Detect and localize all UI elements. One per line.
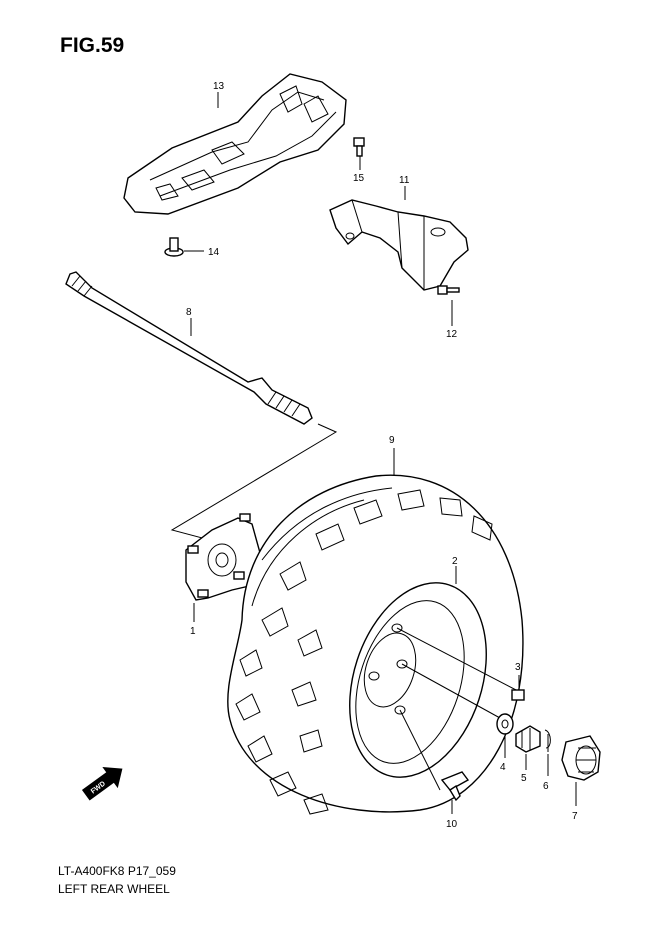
callout-3: 3: [515, 662, 521, 673]
callout-11: 11: [399, 175, 410, 186]
hub-cap-part-7[interactable]: [561, 735, 601, 781]
diagram-caption: LEFT REAR WHEEL: [58, 882, 170, 896]
callout-15: 15: [353, 173, 365, 184]
callout-1: 1: [190, 626, 196, 637]
castle-nut-part-5[interactable]: [515, 725, 541, 753]
skid-plate-part-13[interactable]: [123, 73, 347, 215]
callout-5: 5: [521, 773, 527, 784]
bolt-part-14[interactable]: [164, 237, 184, 257]
callout-2: 2: [452, 556, 458, 567]
forward-arrow-icon: FWD: [81, 767, 123, 801]
diagram-code: LT-A400FK8 P17_059: [58, 864, 176, 878]
wheel-hub-part-1[interactable]: [185, 513, 263, 601]
drive-shaft-part-8[interactable]: [65, 271, 313, 425]
washer-part-4[interactable]: [496, 713, 514, 735]
cotter-pin-part-6[interactable]: [544, 729, 551, 752]
wheel-nut-part-3[interactable]: [511, 689, 525, 701]
callout-12: 12: [446, 329, 458, 340]
callout-9: 9: [389, 435, 395, 446]
callout-6: 6: [543, 781, 549, 792]
bolt-part-12[interactable]: [437, 285, 460, 295]
callout-10: 10: [446, 819, 458, 830]
bracket-part-11[interactable]: [329, 199, 469, 291]
callout-7: 7: [572, 811, 578, 822]
callout-8: 8: [186, 307, 192, 318]
bolt-part-15[interactable]: [353, 137, 365, 157]
valve-stem-part-10[interactable]: [440, 771, 470, 802]
callout-14: 14: [208, 247, 220, 258]
callout-13: 13: [213, 81, 225, 92]
callout-4: 4: [500, 762, 506, 773]
wheel-rim-part-2[interactable]: [326, 565, 510, 795]
figure-title: FIG.59: [60, 34, 125, 57]
